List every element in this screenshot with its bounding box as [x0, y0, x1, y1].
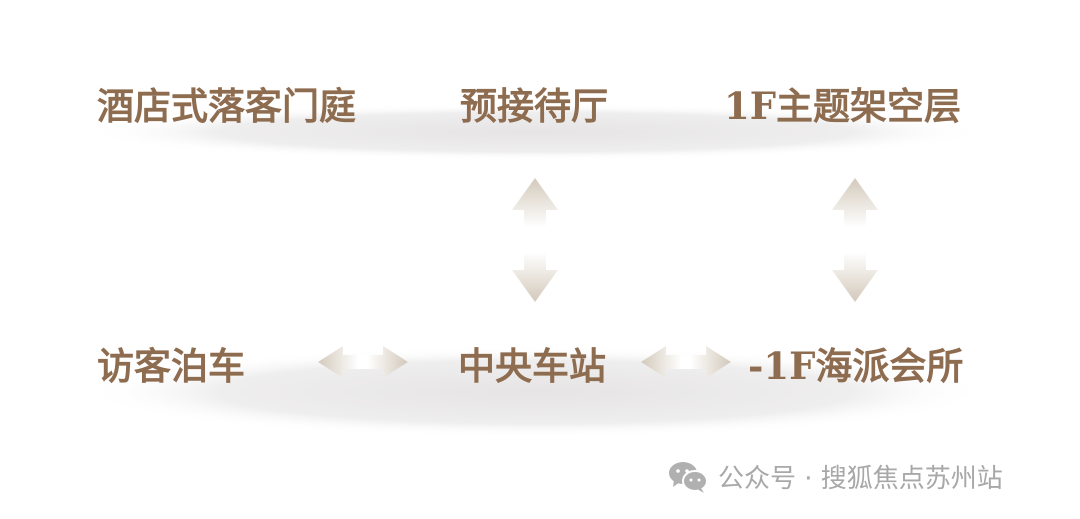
label-hotel-dropoff: 酒店式落客门庭: [97, 84, 356, 128]
watermark: 公众号 · 搜狐焦点苏州站: [668, 458, 1003, 495]
vertical-arrow-center: [512, 178, 558, 302]
label-1f-stilt-floor: 1F主题架空层: [724, 84, 962, 128]
top-platform-shadow: [83, 104, 987, 160]
label-visitor-parking: 访客泊车: [97, 344, 245, 388]
bottom-platform-shadow: [83, 347, 987, 437]
wechat-icon: [669, 461, 708, 493]
label-b1-club: -1F海派会所: [748, 344, 964, 388]
watermark-text: 公众号 · 搜狐焦点苏州站: [718, 464, 1003, 494]
label-pre-reception: 预接待厅: [460, 84, 608, 128]
horizontal-arrow-left: [318, 346, 408, 378]
vertical-arrow-right: [832, 178, 878, 302]
label-central-station: 中央车站: [458, 344, 606, 388]
horizontal-arrow-right: [641, 346, 731, 378]
